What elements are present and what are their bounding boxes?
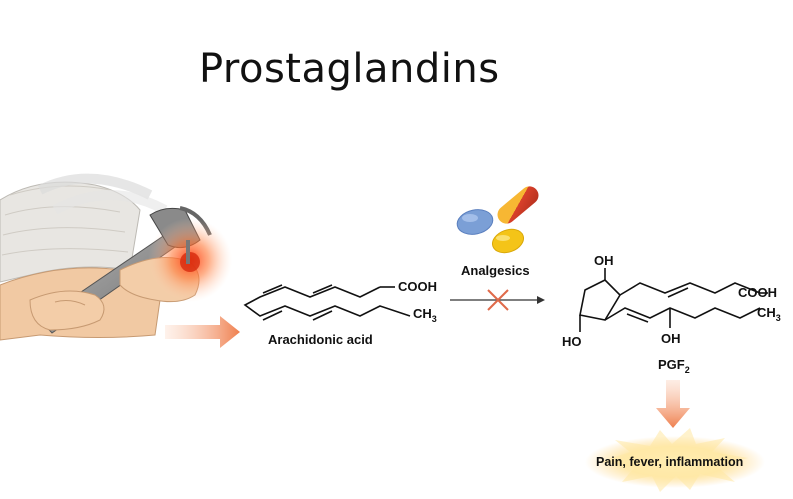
arachidonic-acid-label: Arachidonic acid xyxy=(268,332,373,347)
effects-label: Pain, fever, inflammation xyxy=(596,455,743,469)
input-arrow xyxy=(165,316,240,348)
cooh-label-right: COOH xyxy=(738,285,777,300)
arachidonic-acid-structure xyxy=(243,284,411,321)
hammer-hitting-thumb-illustration xyxy=(0,173,232,341)
cooh-label-left: COOH xyxy=(398,279,437,294)
pgf2-label: PGF2 xyxy=(658,357,690,375)
analgesic-pills-icon xyxy=(456,186,539,254)
pgf2-structure xyxy=(579,268,768,332)
slide-title: Prostaglandins xyxy=(199,46,500,92)
oh-middle-label: OH xyxy=(661,331,681,346)
burst-icon xyxy=(585,428,765,492)
analgesics-label: Analgesics xyxy=(461,263,530,278)
ho-bottom-label: HO xyxy=(562,334,582,349)
oh-top-label: OH xyxy=(594,253,614,268)
inhibition-x-icon xyxy=(487,289,509,311)
output-arrow xyxy=(656,380,690,428)
ch3-label-left: CH3 xyxy=(413,306,437,324)
ch3-label-right: CH3 xyxy=(757,305,781,323)
